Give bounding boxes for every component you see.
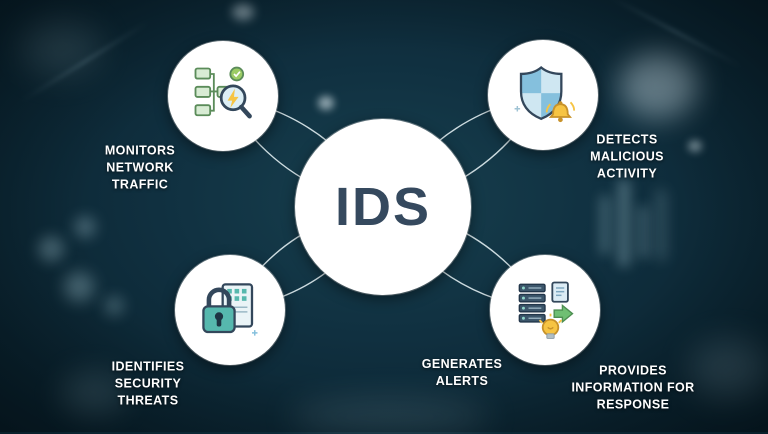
node-alerts-circle: [490, 255, 600, 365]
center-title: IDS: [334, 177, 432, 237]
shield-bell-icon: [514, 66, 576, 123]
lock-server-icon: [202, 283, 258, 336]
node-monitors-circle: [168, 41, 278, 151]
center-node: IDS: [295, 119, 471, 295]
label-monitors-network-traffic: MONITORS NETWORK TRAFFIC: [104, 143, 176, 192]
label-identifies-security-threats: IDENTIFIES SECURITY THREATS: [111, 359, 185, 408]
label-generates-alerts: GENERATES ALERTS: [421, 357, 503, 388]
label-detects-malicious-activity: DETECTS MALICIOUS ACTIVITY: [590, 132, 664, 181]
label-provides-information-for-response: PROVIDES INFORMATION FOR RESPONSE: [571, 363, 695, 412]
servers-bulb-arrow-icon: [518, 281, 574, 339]
node-identifies-circle: [175, 255, 285, 365]
node-detects-circle: [488, 40, 598, 150]
network-traffic-icon: [194, 66, 252, 119]
